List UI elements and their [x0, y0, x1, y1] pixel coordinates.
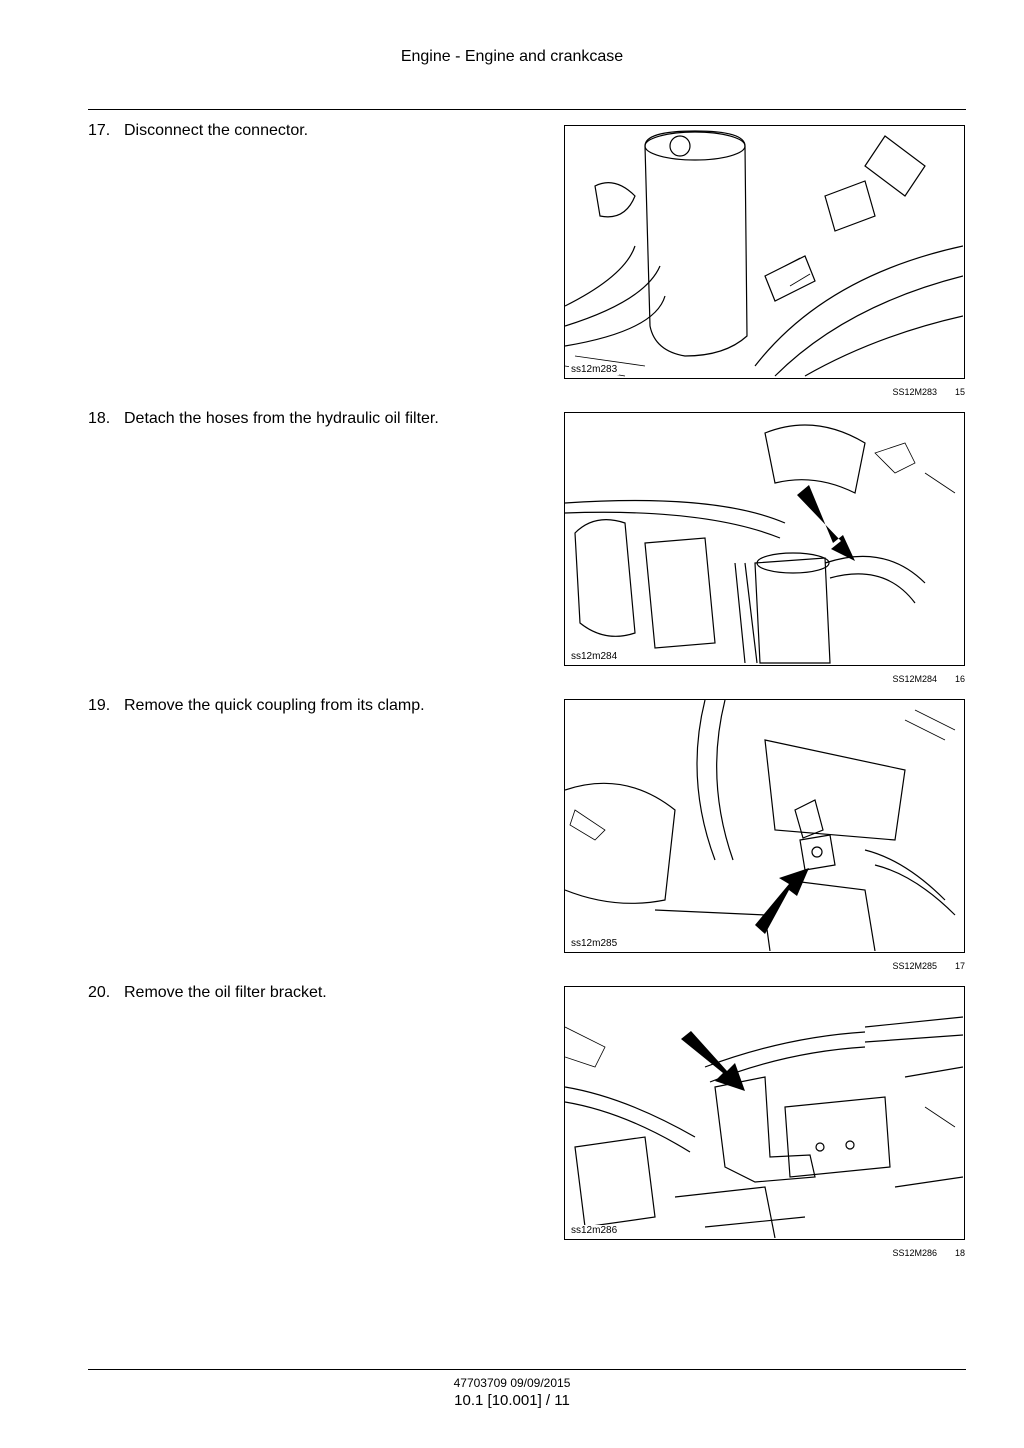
hydraulic-filter-drawing	[565, 424, 956, 664]
footer-document-code: 47703709 09/09/2015	[453, 1376, 571, 1390]
footer-page-number: 10.1 [10.001] / 11	[454, 1392, 570, 1409]
figure-caption: SS12M286 18	[564, 1248, 965, 1258]
figure-caption: SS12M283 15	[564, 387, 965, 397]
step-number: 19.	[88, 697, 111, 714]
page-header-title: Engine - Engine and crankcase	[400, 48, 624, 65]
figure-inner-code: ss12m283	[569, 364, 620, 375]
figure-16-illustration: ss12m284	[564, 412, 965, 666]
figure-number: 16	[954, 674, 965, 684]
step-text: Detach the hoses from the hydraulic oil …	[124, 410, 439, 427]
caption-code: SS12M283	[892, 387, 937, 397]
header-divider	[88, 109, 966, 110]
figure-18-illustration: ss12m286	[564, 986, 965, 1240]
caption-code: SS12M285	[892, 961, 937, 971]
figure-17-illustration: ss12m285	[564, 699, 965, 953]
step-19: 19. Remove the quick coupling from its cl…	[88, 697, 425, 715]
figure-inner-code: ss12m285	[569, 938, 620, 949]
figure-inner-code: ss12m284	[569, 651, 620, 662]
step-17: 17. Disconnect the connector.	[88, 122, 308, 140]
caption-code: SS12M284	[892, 674, 937, 684]
step-text: Remove the oil filter bracket.	[124, 984, 327, 1001]
step-text: Remove the quick coupling from its clamp…	[124, 697, 425, 714]
footer-divider	[88, 1369, 966, 1370]
step-18: 18. Detach the hoses from the hydraulic o…	[88, 410, 439, 428]
step-text: Disconnect the connector.	[124, 122, 309, 139]
figure-caption: SS12M285 17	[564, 961, 965, 971]
figure-number: 17	[954, 961, 965, 971]
oil-filter-bracket-drawing	[565, 1016, 963, 1238]
figure-number: 15	[954, 387, 965, 397]
step-number: 17.	[88, 122, 111, 139]
figure-15-illustration: ss12m283	[564, 125, 965, 379]
step-20: 20. Remove the oil filter bracket.	[88, 984, 327, 1002]
caption-code: SS12M286	[892, 1248, 937, 1258]
engine-connector-drawing	[565, 130, 963, 377]
quick-coupling-drawing	[565, 700, 956, 951]
figure-number: 18	[954, 1248, 965, 1258]
figure-caption: SS12M284 16	[564, 674, 965, 684]
step-number: 18.	[88, 410, 111, 427]
figure-inner-code: ss12m286	[569, 1225, 620, 1236]
step-number: 20.	[88, 984, 111, 1001]
